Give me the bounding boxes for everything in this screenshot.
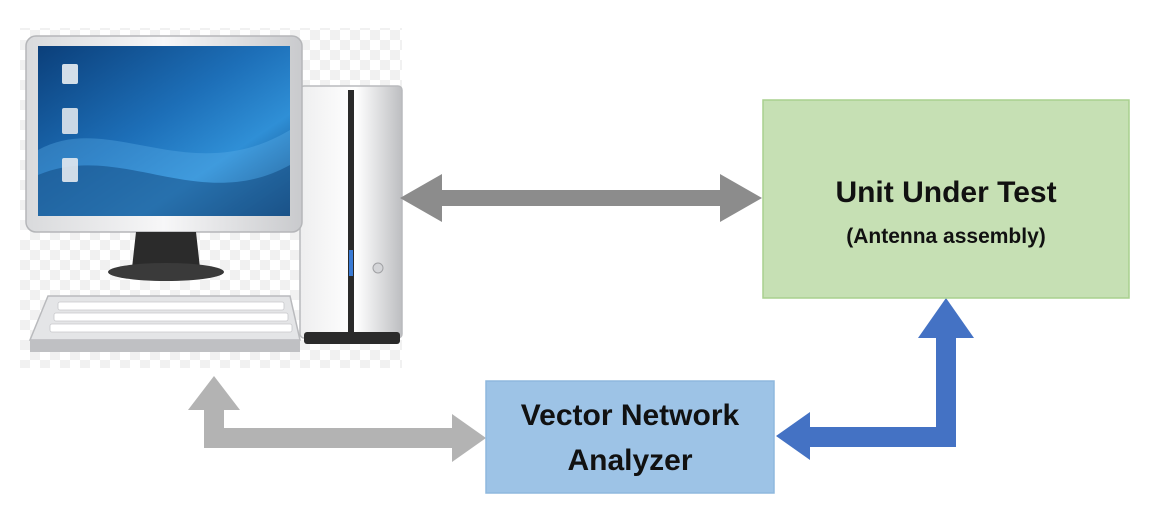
vna-label-line1: Vector Network bbox=[521, 399, 740, 432]
uut-title: Unit Under Test bbox=[835, 176, 1056, 209]
arrow-computer-uut bbox=[400, 174, 762, 222]
desktop-computer-icon bbox=[20, 28, 403, 368]
arrow-vna-uut bbox=[776, 298, 974, 460]
unit-under-test-box: Unit Under Test (Antenna assembly) bbox=[762, 99, 1130, 299]
uut-subtitle: (Antenna assembly) bbox=[846, 225, 1046, 248]
arrow-computer-vna bbox=[188, 376, 486, 462]
vector-network-analyzer-box: Vector Network Analyzer bbox=[485, 380, 775, 494]
vna-label-line2: Analyzer bbox=[567, 444, 692, 477]
